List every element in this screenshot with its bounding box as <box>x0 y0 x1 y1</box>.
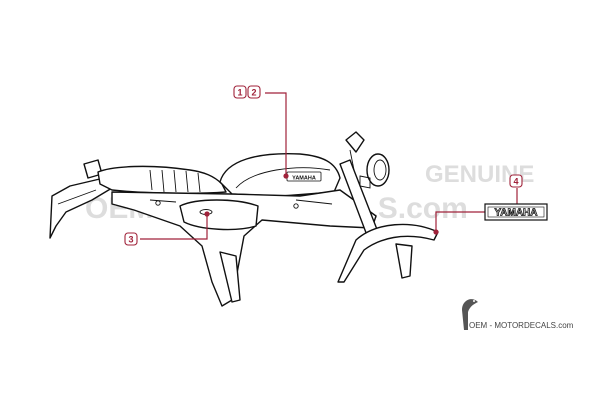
callout-3: 3 <box>124 232 138 246</box>
callout-1: 1 <box>233 85 247 99</box>
callout-2-number: 2 <box>251 88 256 98</box>
detail-badge-text: YAMAHA <box>495 208 538 219</box>
callout-2: 2 <box>247 85 261 99</box>
tank-badge-text: YAMAHA <box>292 176 316 182</box>
handlebar-mirror <box>345 131 365 153</box>
frame <box>111 189 377 307</box>
callout-4-number: 4 <box>513 177 518 187</box>
site-credit: OEM - MOTORDECALS.com <box>469 321 574 330</box>
callout-4: 4 <box>509 174 523 188</box>
front-mudguard <box>337 223 439 283</box>
bird-logo-icon <box>462 299 478 330</box>
site-logo <box>462 299 478 330</box>
callout-3-number: 3 <box>128 235 133 245</box>
callout-1-number: 1 <box>237 88 242 98</box>
fuel-tank: YAMAHA <box>219 153 341 197</box>
detail-badge: YAMAHA <box>484 203 548 221</box>
side-cover <box>179 199 259 231</box>
seat <box>97 165 227 194</box>
